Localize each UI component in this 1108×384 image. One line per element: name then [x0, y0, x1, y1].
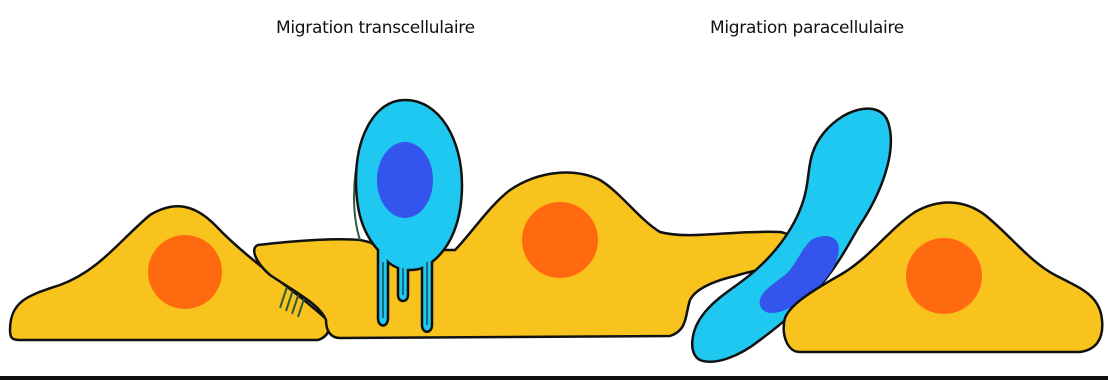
- nucleus-middle: [522, 202, 598, 278]
- leukocyte-nucleus-transcellular: [377, 142, 433, 218]
- nucleus-right: [906, 238, 982, 314]
- nucleus-left: [148, 235, 222, 309]
